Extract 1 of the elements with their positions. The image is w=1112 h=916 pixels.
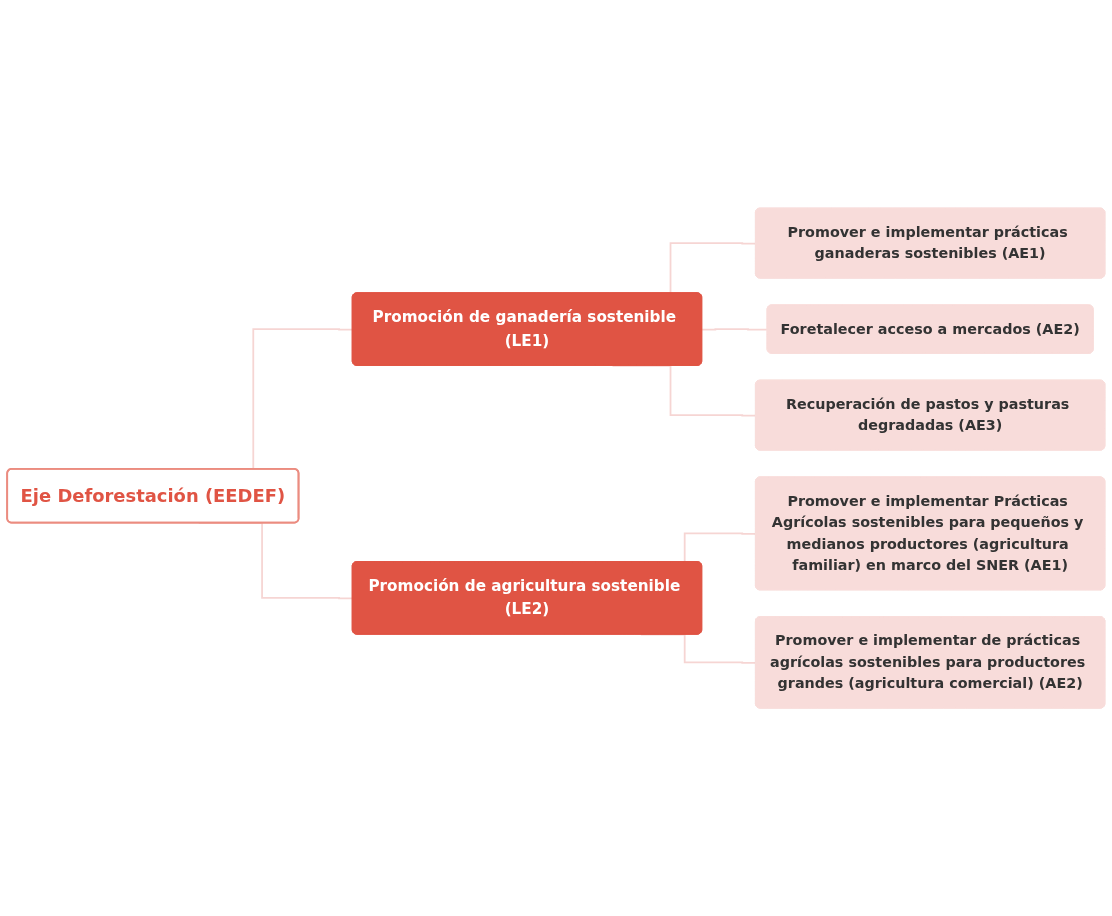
connector — [701, 328, 769, 331]
